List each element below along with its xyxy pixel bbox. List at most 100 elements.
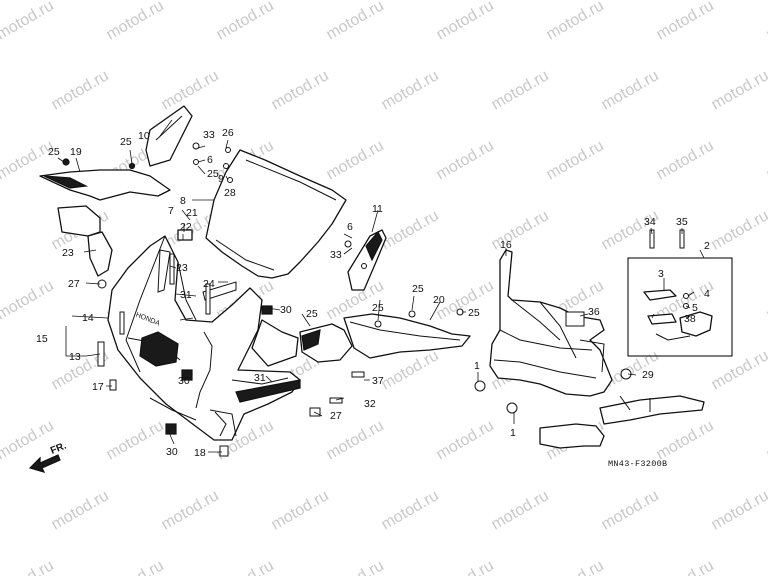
watermark-text: motod.ru [654, 557, 717, 576]
watermark-text: motod.ru [434, 137, 497, 183]
watermark-text: motod.ru [434, 0, 497, 43]
callout-20: 21 [186, 207, 198, 219]
callout-34: 35 [676, 216, 688, 228]
front-fairing-part: HONDA [107, 235, 301, 441]
watermark-text: motod.ru [379, 487, 442, 533]
watermark-text: motod.ru [104, 0, 167, 43]
callout-15: 16 [500, 239, 512, 251]
callout-5: 5 [692, 302, 698, 314]
callout-30: 30 [280, 304, 292, 316]
watermark-text: motod.ru [544, 557, 607, 576]
watermark-text: motod.ru [324, 557, 387, 576]
callout-14: 15 [36, 333, 48, 345]
watermark-text: motod.ru [764, 0, 768, 43]
callout-26: 26 [222, 127, 234, 139]
watermark-text: motod.ru [434, 417, 497, 463]
callout-33: 33 [203, 129, 215, 141]
callout-35: 36 [588, 306, 600, 318]
watermark-text: motod.ru [49, 67, 112, 113]
watermark-text: motod.ru [489, 67, 552, 113]
callout-27: 27 [330, 410, 342, 422]
callout-27: 27 [68, 278, 80, 290]
callout-25: 25 [207, 168, 219, 180]
watermark-text: motod.ru [104, 417, 167, 463]
callout-2: 2 [704, 240, 710, 252]
watermark-text: motod.ru [544, 0, 607, 43]
callout-9: 9 [218, 173, 224, 185]
watermark-text: motod.ru [269, 487, 332, 533]
callout-16: 17 [92, 381, 104, 393]
callout-18: 19 [70, 146, 82, 158]
watermark-text: motod.ru [214, 557, 277, 576]
callout-25: 25 [372, 302, 384, 314]
callout-7: 7 [168, 205, 174, 217]
callout-19: 20 [433, 294, 445, 306]
callout-37: 38 [684, 313, 696, 325]
callout-8: 8 [180, 195, 186, 207]
callout-24: 25 [306, 308, 318, 320]
watermark-text: motod.ru [49, 487, 112, 533]
callout-34: 34 [644, 216, 656, 228]
watermark-text: motod.ru [0, 67, 2, 113]
watermark-text: motod.ru [0, 0, 57, 43]
callout-36: 37 [372, 375, 384, 387]
diagram-code: MN43-F3200B [608, 459, 667, 469]
callout-28: 28 [224, 187, 236, 199]
callout-32: 32 [364, 398, 376, 410]
watermark-text: motod.ru [709, 487, 768, 533]
watermark-text: motod.ru [489, 207, 552, 253]
watermark-text: motod.ru [654, 417, 717, 463]
callout-25: 25 [48, 146, 60, 158]
callout-25: 25 [468, 307, 480, 319]
callout-31: 31 [254, 372, 266, 384]
watermark-text: motod.ru [0, 487, 2, 533]
callout-6: 6 [207, 154, 213, 166]
callout-1: 1 [474, 360, 480, 372]
watermark-text: motod.ru [599, 67, 662, 113]
watermark-text: motod.ru [709, 207, 768, 253]
callout-31: 31 [180, 289, 192, 301]
watermark-text: motod.ru [324, 417, 387, 463]
watermark-text: motod.ru [654, 137, 717, 183]
callout-21: 22 [180, 221, 192, 233]
watermark-text: motod.ru [709, 67, 768, 113]
watermark-text: motod.ru [764, 417, 768, 463]
callout-30: 30 [178, 375, 190, 387]
callout-10: 10 [138, 130, 150, 142]
watermark-text: motod.ru [159, 487, 222, 533]
callout-17: 18 [194, 447, 206, 459]
callout-3: 3 [658, 268, 664, 280]
callout-11: 13 [69, 351, 81, 363]
watermark-text: motod.ru [434, 557, 497, 576]
callout-30: 30 [166, 446, 178, 458]
watermark-text: motod.ru [0, 277, 57, 323]
callout-13: 14 [82, 312, 94, 324]
inset-box [627, 257, 733, 357]
callout-4: 4 [704, 288, 710, 300]
callout-12: 11 [372, 203, 383, 215]
watermark-text: motod.ru [214, 0, 277, 43]
watermark-text: motod.ru [599, 487, 662, 533]
watermark-text: motod.ru [764, 277, 768, 323]
watermark-text: motod.ru [764, 137, 768, 183]
callout-labels: 25 19 25 10 33 26 6 25 9 28 8 7 21 22 23… [36, 127, 710, 459]
watermark-text: motod.ru [764, 557, 768, 576]
front-arrow-icon: FR. [28, 440, 68, 473]
stay-frame-part [489, 249, 705, 449]
side-cover-part [39, 105, 237, 301]
watermark-text: motod.ru [324, 137, 387, 183]
watermark-text: motod.ru [379, 207, 442, 253]
callout-22: 23 [62, 247, 74, 259]
watermark-text: motod.ru [104, 557, 167, 576]
watermark-text: motod.ru [654, 0, 717, 43]
watermark-text: motod.ru [0, 207, 2, 253]
callout-23: 23 [176, 262, 188, 274]
callout-1: 1 [510, 427, 516, 439]
watermark-text: motod.ru [159, 67, 222, 113]
windscreen-part [205, 149, 347, 279]
watermark-text: motod.ru [324, 0, 387, 43]
watermark-text: motod.ru [379, 67, 442, 113]
callout-33: 33 [330, 249, 342, 261]
watermark-text: motod.ru [269, 67, 332, 113]
watermark-text: motod.ru [0, 417, 57, 463]
